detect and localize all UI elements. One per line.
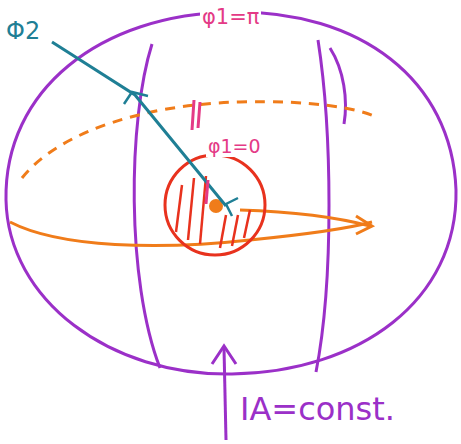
angle-mark: [226, 198, 238, 216]
handwritten-label: φ1=0: [206, 136, 263, 157]
hatching: [176, 176, 250, 248]
sphere-outline: [6, 12, 456, 374]
handwritten-label: IA=const.: [238, 392, 397, 427]
handwritten-label: Φ2: [4, 18, 42, 44]
pointer-arrow: [224, 348, 226, 440]
orbit-front: [10, 222, 372, 246]
meridian: [316, 40, 329, 372]
handwritten-label: φ1=π: [200, 6, 261, 29]
phi1-mark: [192, 100, 200, 130]
red-circle: [165, 155, 265, 255]
phi1-mark: [206, 180, 208, 204]
arrow-head: [356, 216, 372, 234]
phi2-line: [52, 42, 226, 206]
meridian: [330, 48, 345, 124]
arrow-head: [212, 346, 236, 364]
angle-mark: [124, 92, 148, 104]
orbit-arrow: [240, 210, 370, 226]
